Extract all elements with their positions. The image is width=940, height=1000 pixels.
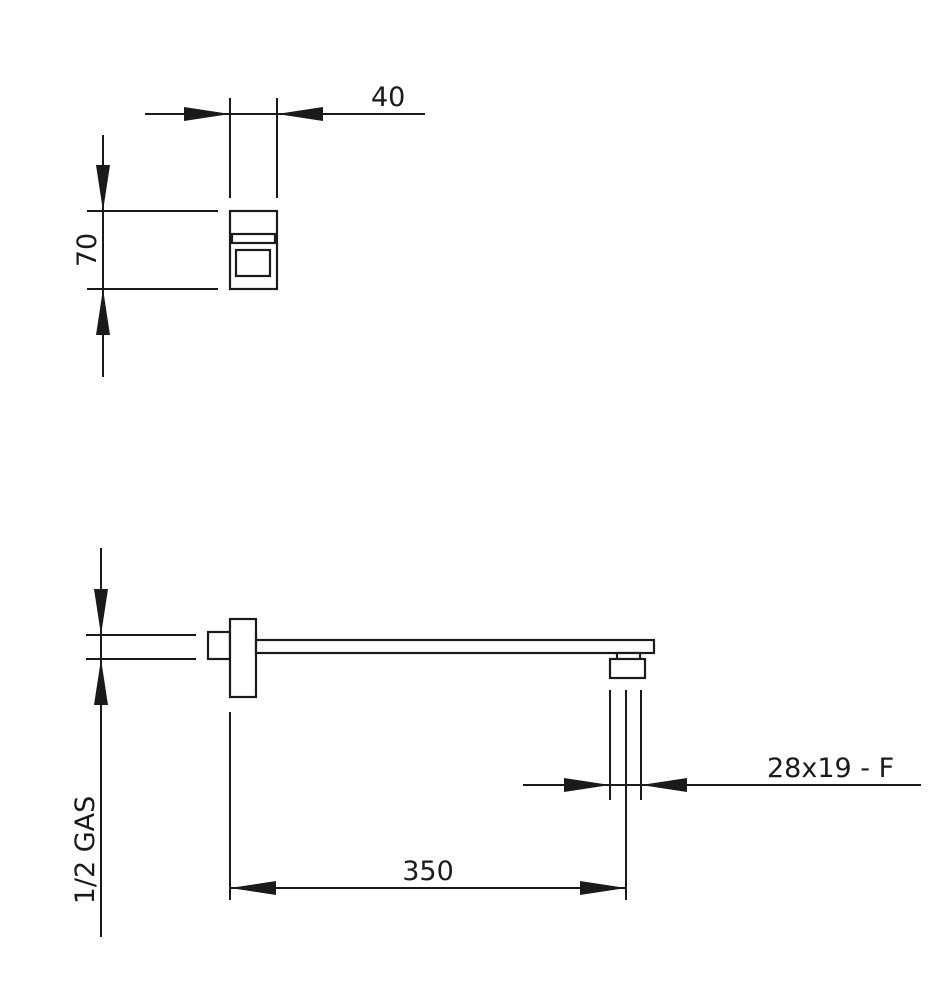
outlet-fitting (608, 657, 647, 680)
arrow-right-icon (564, 778, 610, 792)
arrow-right-icon (184, 107, 230, 121)
length-dimension-label: 350 (402, 856, 454, 887)
shower-arm (254, 638, 656, 655)
height-dimension-label: 70 (72, 233, 103, 267)
outlet-dimension-label: 28x19 - F (767, 753, 894, 784)
arrow-down-icon (96, 165, 110, 211)
arrow-left-icon (641, 778, 687, 792)
flange-band (230, 232, 277, 245)
top-view: 40 70 (72, 82, 425, 377)
connection-label: 1/2 GAS (70, 796, 101, 905)
side-view: 1/2 GAS 28x19 - F 350 (70, 548, 921, 937)
arrow-up-icon (96, 289, 110, 335)
arrow-right-icon (580, 881, 626, 895)
arrow-left-icon (277, 107, 323, 121)
arm-section (234, 248, 272, 278)
arrow-down-icon (94, 589, 108, 635)
threaded-connector (206, 630, 232, 661)
width-dimension-label: 40 (371, 82, 405, 113)
arrow-up-icon (94, 659, 108, 705)
wall-flange (228, 617, 258, 699)
arrow-left-icon (230, 881, 276, 895)
